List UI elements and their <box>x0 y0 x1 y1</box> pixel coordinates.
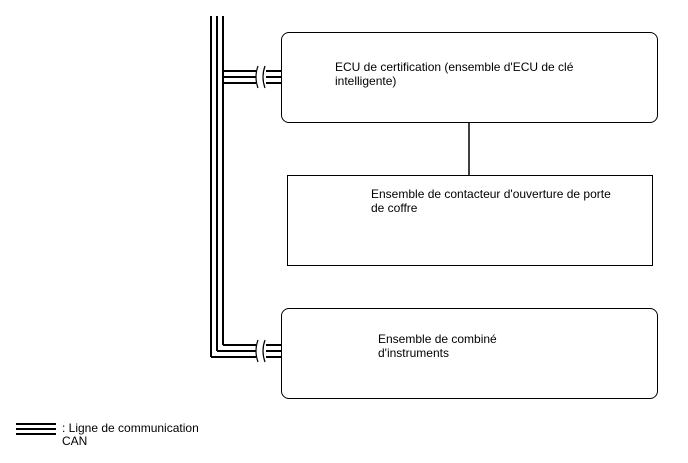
connector-break-icon <box>255 339 266 363</box>
combination-meter-label: Ensemble de combiné d'instruments <box>378 332 497 360</box>
legend-label: : Ligne de communication CAN <box>62 421 199 448</box>
can-bus-trunk <box>210 16 224 357</box>
legend-can-symbol <box>16 423 56 435</box>
certification-ecu-box <box>281 32 658 123</box>
can-branch-meter <box>211 344 282 358</box>
certification-ecu-label: ECU de certification (ensemble d'ECU de … <box>335 60 574 88</box>
combination-meter-box <box>281 308 658 399</box>
can-branch-ecu <box>223 70 282 84</box>
trunk-switch-box <box>287 175 653 266</box>
trunk-switch-label: Ensemble de contacteur d'ouverture de po… <box>371 187 611 215</box>
connector-break-icon <box>255 65 266 89</box>
